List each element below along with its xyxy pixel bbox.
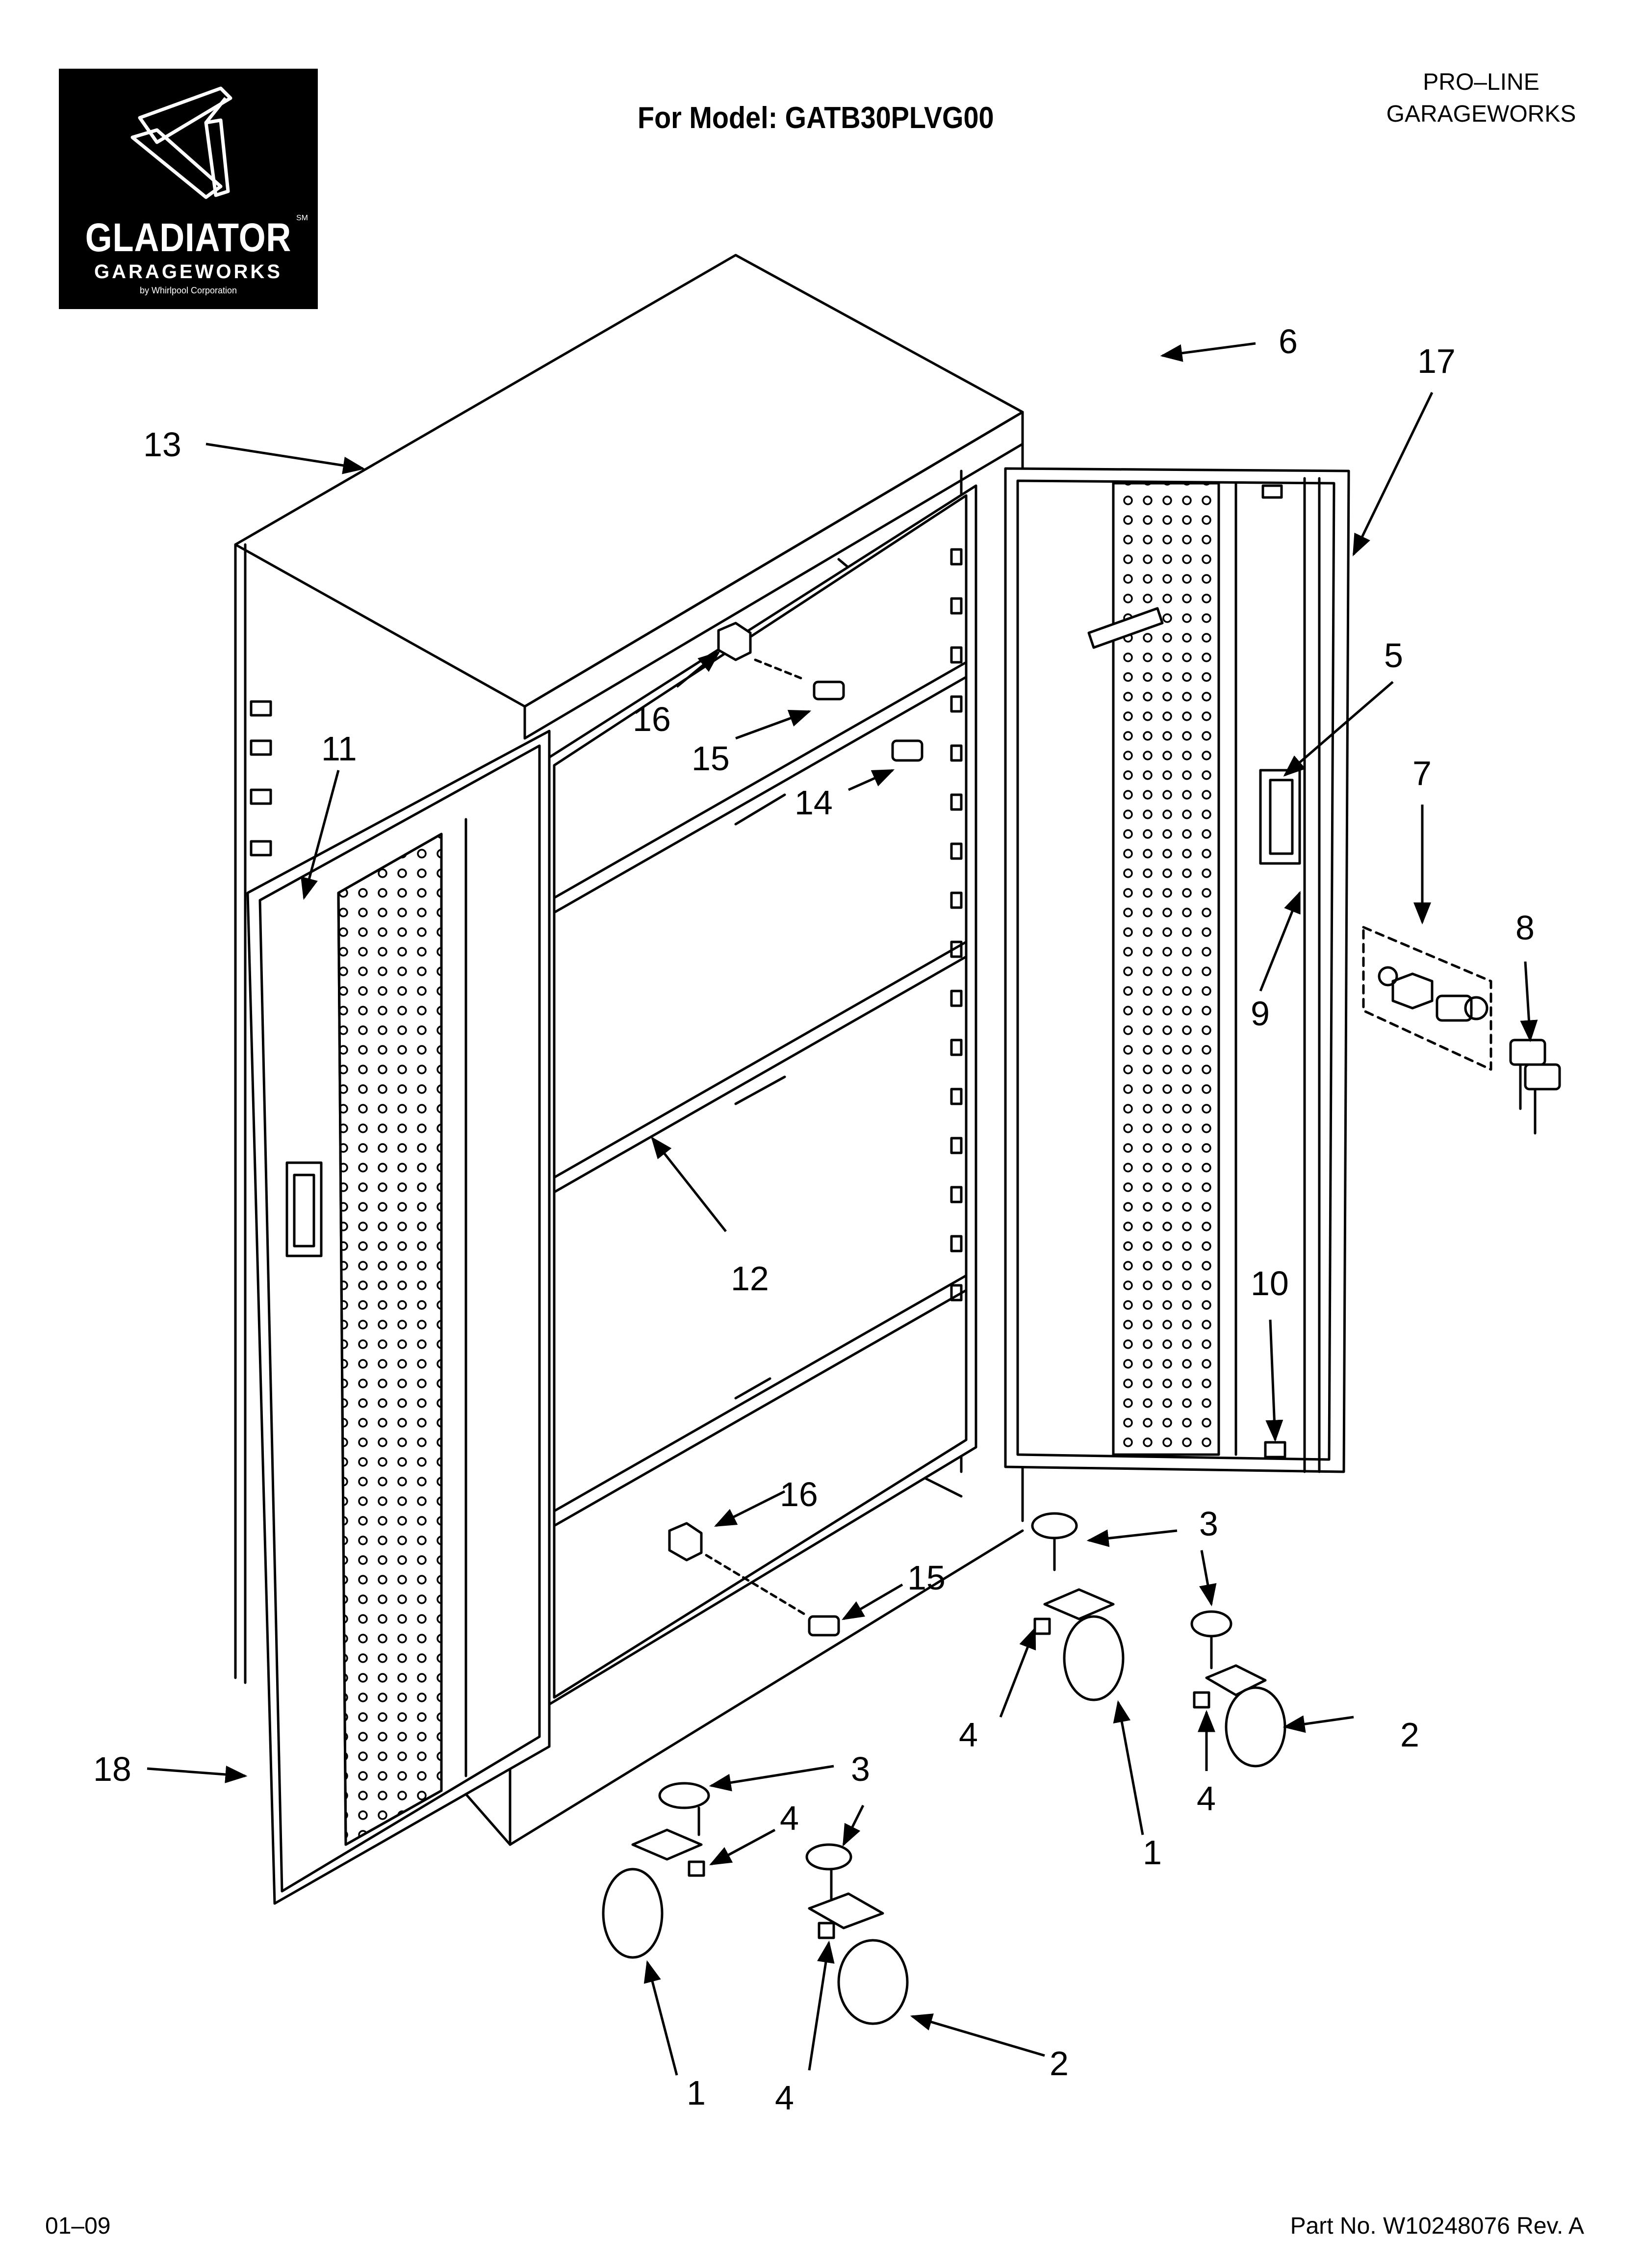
shelf-clip-upper bbox=[717, 622, 924, 762]
footer-date: 01–09 bbox=[45, 2213, 111, 2239]
left-door bbox=[246, 730, 551, 1905]
shelf-clip-lower bbox=[668, 1522, 840, 1637]
footer-part-number: Part No. W10248076 Rev. A bbox=[1290, 2213, 1584, 2239]
callout-4-rear-b: 4 bbox=[1197, 1779, 1216, 1818]
logo-brand-name: GLADIATOR bbox=[85, 215, 292, 260]
key-icon bbox=[1509, 1039, 1561, 1135]
right-door bbox=[1004, 467, 1350, 1473]
caster-rear-right bbox=[1190, 1610, 1286, 1768]
callout-3-front: 3 bbox=[851, 1750, 870, 1788]
logo-trademark: SM bbox=[296, 214, 308, 222]
callout-9: 9 bbox=[1251, 994, 1270, 1033]
leader-lines bbox=[147, 342, 1538, 2076]
callout-4-front-a: 4 bbox=[780, 1799, 799, 1837]
callout-1-front: 1 bbox=[687, 2074, 706, 2112]
product-brand-label: GARAGEWORKS bbox=[1386, 101, 1576, 127]
side-panel-slots bbox=[250, 700, 272, 857]
logo-subtitle: GARAGEWORKS bbox=[94, 261, 282, 283]
callout-15-lower: 15 bbox=[907, 1559, 946, 1597]
caster-front-left bbox=[602, 1782, 710, 1959]
callout-2-rear: 2 bbox=[1400, 1716, 1419, 1754]
callout-18: 18 bbox=[93, 1750, 131, 1788]
callout-3-rear: 3 bbox=[1199, 1505, 1218, 1543]
callout-13: 13 bbox=[143, 425, 181, 464]
callout-11: 11 bbox=[321, 730, 357, 768]
caster-front-right bbox=[805, 1843, 909, 2025]
callout-4-rear-a: 4 bbox=[959, 1716, 978, 1754]
callout-10: 10 bbox=[1251, 1264, 1289, 1303]
lock-assembly bbox=[1362, 926, 1492, 1071]
shelf-pin-slots bbox=[950, 548, 963, 1302]
model-title: For Model: GATB30PLVG00 bbox=[638, 101, 994, 135]
callout-7: 7 bbox=[1412, 754, 1432, 792]
hammer-logo-icon bbox=[130, 86, 232, 199]
callout-4-front-b: 4 bbox=[775, 2079, 794, 2117]
logo-byline: by Whirlpool Corporation bbox=[139, 286, 237, 295]
callout-12: 12 bbox=[731, 1259, 769, 1298]
callout-17: 17 bbox=[1417, 342, 1456, 380]
callout-6: 6 bbox=[1279, 322, 1298, 361]
cabinet-opening bbox=[543, 484, 977, 1709]
callout-14: 14 bbox=[795, 783, 833, 822]
callout-numbers: 13 6 17 5 16 15 14 11 7 8 9 12 10 16 3 1… bbox=[93, 322, 1535, 2117]
caster-rear-left bbox=[1031, 1512, 1125, 1701]
callout-1-rear: 1 bbox=[1143, 1833, 1162, 1872]
label-part bbox=[1087, 607, 1164, 649]
callout-8: 8 bbox=[1515, 909, 1535, 947]
callout-16-lower: 16 bbox=[780, 1475, 818, 1513]
product-line-label: PRO–LINE bbox=[1423, 69, 1539, 95]
callout-16-upper: 16 bbox=[633, 700, 671, 738]
callout-15-upper: 15 bbox=[692, 739, 730, 778]
gladiator-logo: GLADIATOR SM GARAGEWORKS by Whirlpool Co… bbox=[59, 69, 318, 309]
callout-5: 5 bbox=[1384, 636, 1403, 675]
callout-2-front: 2 bbox=[1050, 2044, 1069, 2083]
